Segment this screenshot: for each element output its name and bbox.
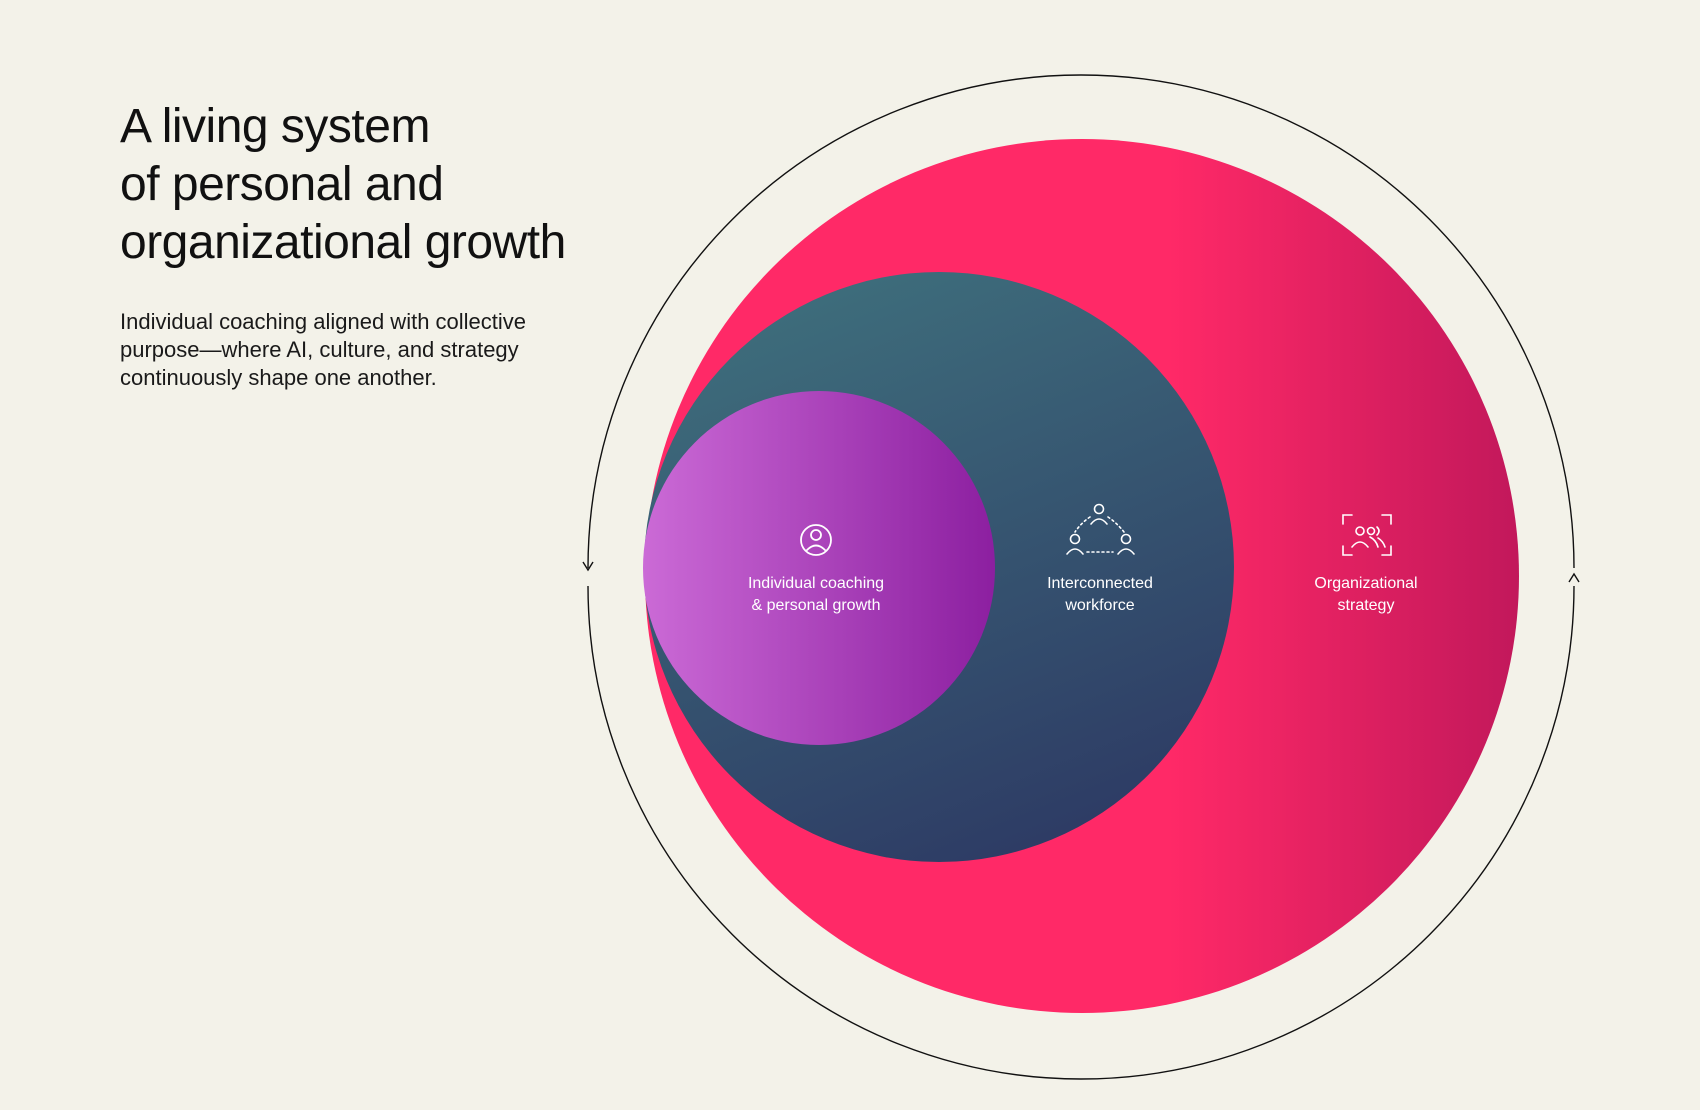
individual-coaching-circle xyxy=(643,391,995,745)
page-title: A living system of personal and organiza… xyxy=(120,98,680,272)
interconnected-workforce-label: Interconnected workforce xyxy=(1047,573,1153,617)
interconnected-workforce-label-line-2: workforce xyxy=(1065,597,1135,614)
description-line-2: purpose—where AI, culture, and strategy xyxy=(120,337,519,362)
interconnected-workforce-label-line-1: Interconnected xyxy=(1047,575,1153,592)
connected-people-icon xyxy=(1066,503,1135,555)
description-line-1: Individual coaching aligned with collect… xyxy=(120,309,527,334)
individual-coaching-label: Individual coaching & personal growth xyxy=(748,573,884,617)
organizational-strategy-label-line-2: strategy xyxy=(1337,597,1395,614)
organizational-strategy-label-line-1: Organizational xyxy=(1314,575,1418,592)
organizational-strategy-label: Organizational strategy xyxy=(1314,573,1417,617)
individual-coaching-label-line-2: & personal growth xyxy=(751,597,881,614)
person-circle-icon xyxy=(800,524,832,556)
cycle-ring-lower-arc xyxy=(587,585,1575,1080)
cycle-ring-upper-arc xyxy=(587,74,1575,569)
title-line-1: A living system xyxy=(120,100,430,153)
page-description: Individual coaching aligned with collect… xyxy=(120,308,600,392)
cycle-arrow-down-icon xyxy=(582,561,594,572)
group-focus-icon xyxy=(1342,514,1392,556)
individual-coaching-label-line-1: Individual coaching xyxy=(747,575,885,592)
cycle-arrow-up-icon xyxy=(1568,572,1580,583)
title-line-2: of personal and xyxy=(120,158,444,211)
title-line-3: organizational growth xyxy=(120,216,566,269)
description-line-3: continuously shape one another. xyxy=(120,365,437,390)
